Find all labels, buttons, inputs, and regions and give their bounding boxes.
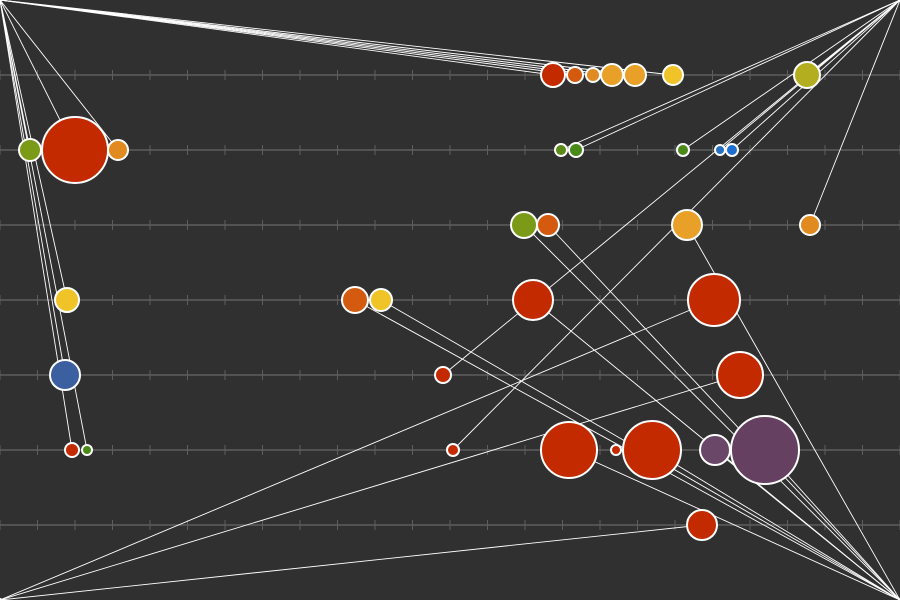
bubble-point — [49, 359, 81, 391]
link-line — [568, 449, 900, 600]
bubble-point — [18, 138, 42, 162]
bubble-point — [341, 286, 369, 314]
bubble-point — [600, 63, 624, 87]
bubble-point — [676, 143, 690, 157]
bubble-point — [540, 421, 598, 479]
link-line — [575, 0, 900, 151]
bubble-point — [623, 63, 647, 87]
bubble-point — [512, 279, 554, 321]
bubble-point — [662, 64, 684, 86]
bubble-point — [41, 116, 109, 184]
bubble-point — [554, 143, 568, 157]
link-line — [0, 299, 715, 600]
link-line — [0, 0, 119, 151]
bubble-point — [725, 143, 739, 157]
bubble-point — [446, 443, 460, 457]
link-line — [0, 0, 674, 76]
bubble-point — [566, 66, 584, 84]
bubble-point — [716, 351, 764, 399]
bubble-point — [107, 139, 129, 161]
link-line — [651, 449, 900, 600]
bubble-point — [671, 209, 703, 241]
bubble-point — [687, 273, 741, 327]
link-line — [0, 0, 66, 376]
link-line — [0, 524, 703, 600]
bubble-point — [610, 444, 622, 456]
bubble-point — [510, 211, 538, 239]
link-line — [0, 374, 741, 600]
bubble-point — [585, 67, 601, 83]
bubble-point — [799, 214, 821, 236]
bubble-point — [793, 61, 821, 89]
link-line — [560, 0, 900, 151]
bubble-point — [568, 142, 584, 158]
link-line — [523, 224, 900, 600]
bubble-point — [369, 288, 393, 312]
node-layer — [18, 61, 821, 541]
link-line — [547, 224, 900, 600]
bubble-point — [622, 420, 682, 480]
bubble-point — [434, 366, 452, 384]
bubble-point — [54, 287, 80, 313]
bubble-point — [699, 434, 731, 466]
link-line — [682, 0, 900, 151]
bubble-point — [64, 442, 80, 458]
bubble-point — [714, 144, 726, 156]
bubble-point — [536, 213, 560, 237]
bubble-point — [686, 509, 718, 541]
link-line — [0, 0, 636, 76]
bubble-point — [730, 415, 800, 485]
link-line — [0, 0, 554, 76]
bubble-point — [540, 62, 566, 88]
hub-top-left — [0, 0, 2, 2]
bubble-point — [81, 444, 93, 456]
link-line — [442, 0, 900, 376]
link-line — [809, 0, 900, 226]
